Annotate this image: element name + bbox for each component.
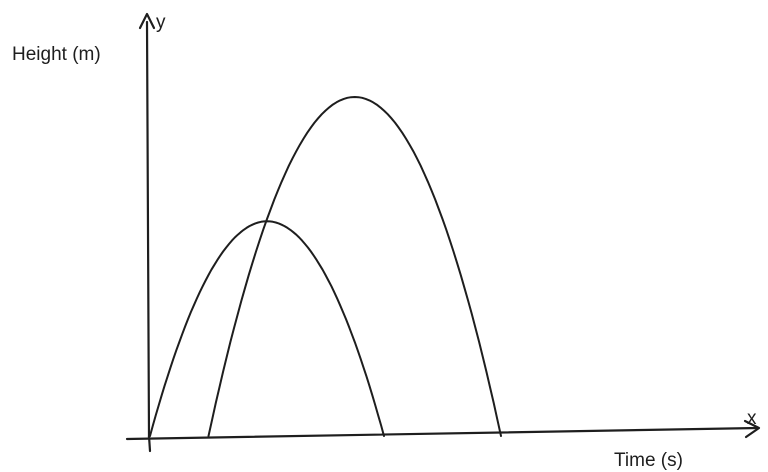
y-axis-line xyxy=(145,20,151,440)
x-axis-line xyxy=(125,426,760,441)
y-axis-label: Height (m) xyxy=(12,44,101,65)
x-axis-letter: x xyxy=(747,408,757,429)
trajectory-curve-large xyxy=(207,96,502,437)
x-axis-label: Time (s) xyxy=(614,450,683,471)
trajectory-curve-small xyxy=(149,220,385,437)
y-axis-tail xyxy=(147,434,152,453)
y-axis-letter: y xyxy=(156,12,166,33)
y-axis-arrowhead xyxy=(138,12,156,30)
x-axis-arrowhead xyxy=(743,419,761,439)
